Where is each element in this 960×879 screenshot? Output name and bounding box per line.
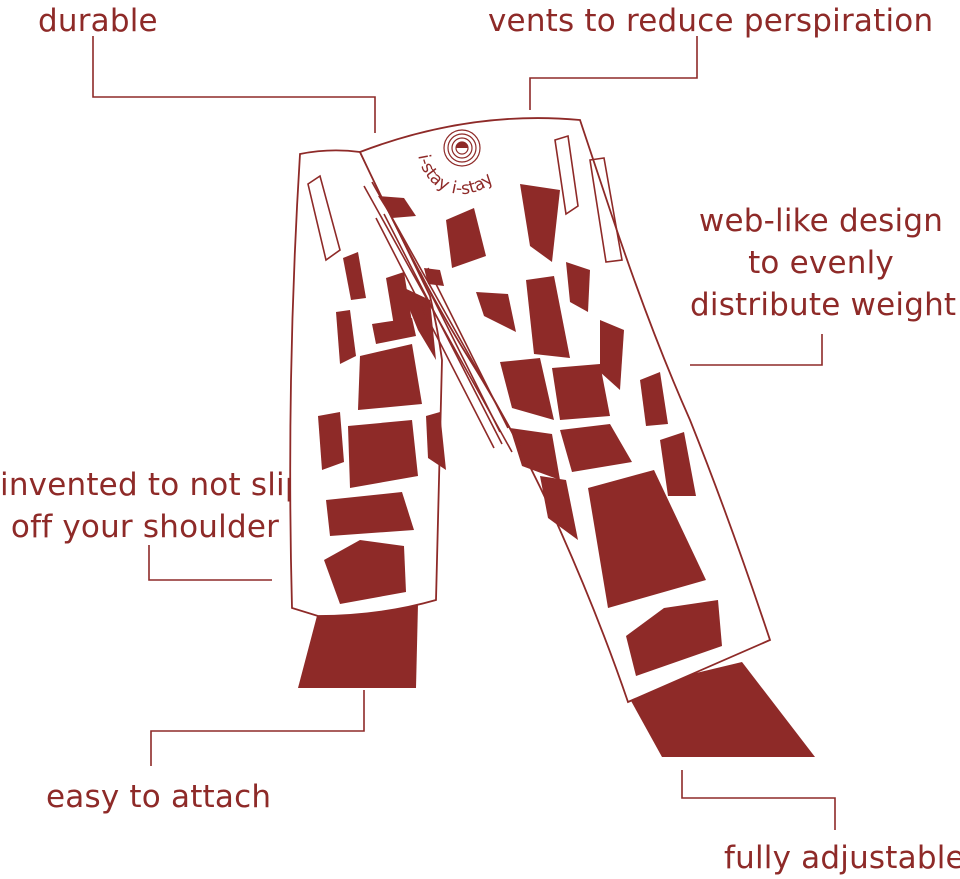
right-vent (554, 134, 579, 216)
strap-bands (298, 604, 815, 757)
left-vent (307, 174, 341, 262)
left-cell (348, 420, 418, 488)
left-strap-band (298, 604, 418, 688)
leader-slip (148, 545, 272, 581)
leader-web (690, 334, 823, 366)
label-web-line-2: to evenly (748, 245, 894, 281)
right-cell (476, 292, 516, 332)
left-cell (400, 286, 436, 360)
right-cell (640, 372, 668, 426)
left-cell (358, 344, 422, 410)
label-fully-adjustable: fully adjustable (724, 840, 960, 876)
right-cell (500, 358, 554, 420)
right-cell (446, 208, 486, 268)
label-slip-line-1: invented to not slip (0, 467, 305, 503)
label-vents: vents to reduce perspiration (488, 3, 934, 39)
left-cell (326, 492, 414, 536)
right-cell (526, 276, 570, 358)
left-cell (343, 252, 366, 300)
left-cell (386, 272, 412, 326)
left-cell (372, 318, 416, 344)
leader-attach (150, 690, 365, 766)
left-cell (336, 310, 356, 364)
logo-dot (456, 142, 468, 148)
right-vent (589, 157, 623, 263)
adjustment-slits (363, 181, 521, 453)
right-cell (510, 428, 560, 480)
slit-cap (378, 196, 416, 218)
leader-adjustable (681, 770, 836, 830)
leader-vents (529, 36, 698, 110)
right-cell (588, 470, 706, 608)
label-slip-line-2: off your shoulder (10, 509, 280, 545)
slit-cap (424, 268, 444, 286)
label-easy-to-attach: easy to attach (46, 779, 272, 815)
leader-durable (92, 36, 376, 133)
right-cell (566, 262, 590, 312)
leader-lines (92, 36, 836, 830)
label-web-line-1: web-like design (698, 203, 944, 239)
right-cell (540, 476, 578, 540)
right-cell (520, 184, 560, 262)
pad-right-arm (358, 117, 772, 704)
left-cell (426, 412, 446, 470)
left-cell (318, 412, 344, 470)
right-cell (560, 424, 632, 472)
label-web-line-3: distribute weight (690, 287, 957, 323)
right-cell (552, 364, 610, 420)
right-strap-band (625, 662, 815, 757)
label-web-like-design: web-like design to evenly distribute wei… (690, 200, 957, 326)
label-durable: durable (38, 3, 158, 39)
right-cell (626, 600, 722, 676)
right-cell (660, 432, 696, 496)
label-no-slip: invented to not slip off your shoulder (0, 464, 305, 548)
left-cell (324, 540, 406, 604)
right-cell (600, 320, 624, 390)
